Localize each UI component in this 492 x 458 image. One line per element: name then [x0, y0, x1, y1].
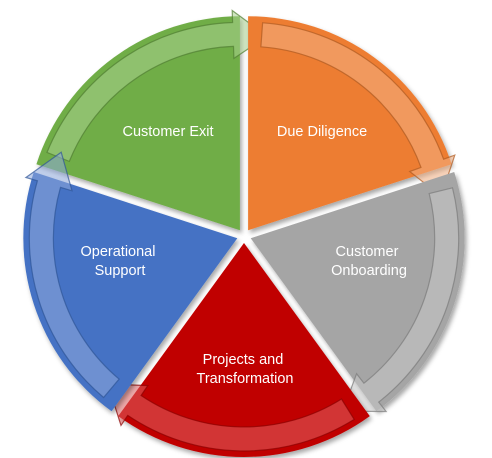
segment-operational-support-label: Operational Support — [81, 244, 160, 279]
segment-operational-support: Operational Support — [23, 151, 238, 412]
segment-customer-onboarding-label: Customer Onboarding — [331, 244, 407, 279]
segment-customer-exit-wedge — [36, 16, 240, 231]
segment-projects-transformation-label: Projects and Transformation — [197, 352, 294, 387]
segment-projects-transformation-wedge — [118, 243, 370, 457]
segment-customer-onboarding: Customer Onboarding — [250, 172, 465, 413]
segment-due-diligence-wedge — [248, 16, 452, 231]
segment-operational-support-arc-arrow — [24, 151, 120, 399]
segment-customer-exit-label: Customer Exit — [122, 124, 213, 140]
segment-due-diligence-label: Due Diligence — [277, 124, 367, 140]
segment-projects-transformation: Projects and Transformation — [106, 243, 370, 457]
